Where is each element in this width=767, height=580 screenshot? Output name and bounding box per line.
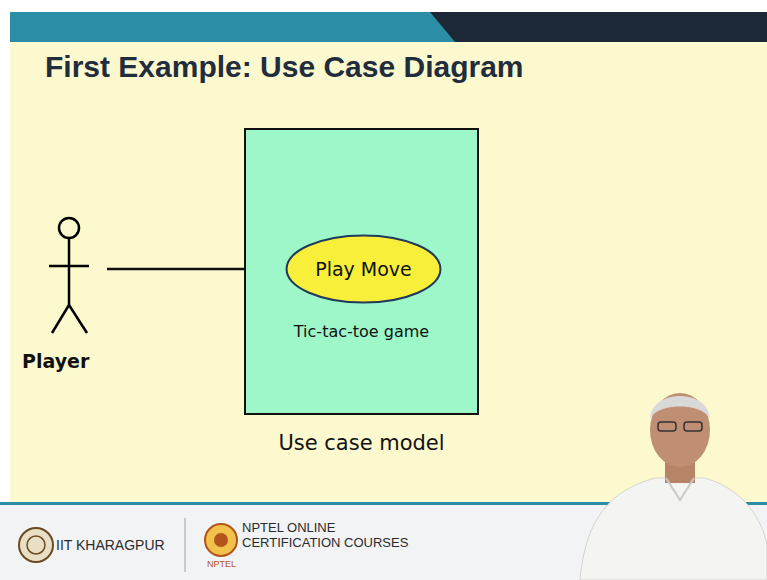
presenter-figure — [580, 393, 767, 580]
iit-logo — [19, 528, 53, 562]
actor-leg — [52, 305, 69, 333]
actor-name: Player — [22, 350, 89, 372]
actor-leg — [69, 305, 87, 333]
actor-body — [68, 238, 71, 305]
actor-head — [59, 218, 79, 238]
use-case-name: Play Move — [315, 258, 412, 280]
boundary-caption: Use case model — [246, 431, 477, 455]
ellipse-shape — [287, 235, 441, 302]
top-bar-dark — [430, 12, 767, 42]
top-bar — [10, 12, 767, 42]
course-name: NPTEL ONLINE CERTIFICATION COURSES — [242, 521, 417, 551]
system-boundary: Tic-tac-toe gameUse case modelPlay Move — [244, 128, 479, 415]
use-case-ellipse: Play Move — [285, 234, 442, 304]
nptel-mark: NPTEL — [207, 559, 247, 569]
actor: Player — [15, 205, 107, 380]
actor-arms — [49, 265, 89, 268]
slide-ground — [10, 12, 767, 502]
stick-figure — [15, 205, 107, 340]
institute-name: IIT KHARAGPUR — [56, 537, 181, 553]
slide-title: First Example: Use Case Diagram — [45, 50, 524, 84]
nptel-logo — [205, 524, 237, 556]
footer-divider — [185, 518, 186, 572]
system-name: Tic-tac-toe game — [246, 322, 477, 341]
